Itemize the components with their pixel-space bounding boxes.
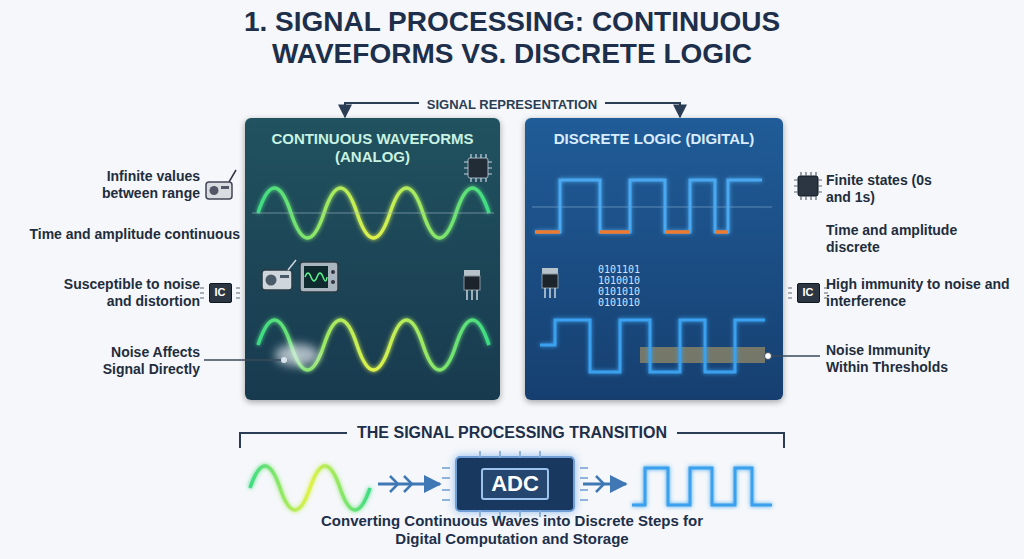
- flow-chevrons: [390, 476, 412, 492]
- threshold-band: [640, 347, 765, 363]
- antenna: [229, 170, 236, 182]
- axis-line: [532, 207, 772, 208]
- scope-body: [300, 262, 338, 292]
- ic-chip: IC: [209, 283, 232, 302]
- label-slot: 0101010: [598, 286, 658, 297]
- label-slot: 0101101: [598, 264, 658, 275]
- transistor-body: [464, 276, 480, 290]
- chip-icon: [794, 172, 822, 200]
- feature-note: Finite states (0s and 1s): [826, 172, 951, 206]
- label-slot: Noise Immunity Within Thresholds: [826, 342, 971, 376]
- radio-body: [206, 182, 232, 199]
- chip-pins: [464, 154, 492, 182]
- leader-dot: [281, 357, 287, 363]
- feature-note: Infinite values between range: [50, 168, 200, 202]
- chip-icon: [464, 154, 492, 182]
- binary-text: 0101010: [598, 297, 658, 308]
- transistor-body: [542, 274, 558, 288]
- digital-wave: [632, 468, 772, 505]
- digital-low-segments: [535, 230, 728, 234]
- flow-arrow: [583, 483, 626, 486]
- label-slot: Finite states (0s and 1s): [826, 172, 951, 206]
- diagram-caption: Converting Continuous Waves into Discret…: [307, 512, 717, 548]
- binary-text: 0101101: [598, 264, 658, 275]
- label-slot: Noise Affects Signal Directly: [70, 344, 200, 378]
- scope-screen: [304, 266, 328, 288]
- binary-text: 1010010: [598, 275, 658, 286]
- antenna: [288, 260, 296, 270]
- adc-chip: ADC: [455, 456, 575, 512]
- chip-pins: [794, 172, 822, 200]
- scope-knob: [331, 280, 335, 284]
- label-slot: High immunity to noise and interference: [826, 276, 1014, 310]
- transistor-icon: [542, 268, 558, 298]
- transistor-legs: [545, 288, 555, 298]
- diagram-title: 1. SIGNAL PROCESSING: CONTINUOUS WAVEFOR…: [162, 6, 862, 70]
- radio-dial: [280, 275, 289, 278]
- oscilloscope-icon: [300, 262, 338, 292]
- chip-label: IC: [803, 286, 814, 299]
- feature-note: Time and amplitude discrete: [826, 222, 981, 256]
- chip-body: [798, 176, 818, 196]
- label-slot: Infinite values between range: [50, 168, 200, 202]
- transistor-legs: [467, 290, 477, 300]
- chip-label: ADC: [481, 468, 549, 500]
- radio-body: [262, 270, 292, 290]
- label-slot: SIGNAL REPRESENTATION: [412, 95, 612, 113]
- label-slot: Susceptible to noise and distortion: [42, 276, 200, 310]
- feature-note: High immunity to noise and interference: [826, 276, 1014, 310]
- noise-blob: [275, 344, 319, 366]
- adc-pins: [442, 451, 588, 517]
- ic-chip: IC: [797, 283, 820, 302]
- analog-wave: [258, 188, 489, 238]
- transistor-icon: [464, 270, 480, 300]
- label-slot: 0101010: [598, 297, 658, 308]
- digital-wave: [535, 180, 762, 232]
- scope-knob: [331, 270, 335, 274]
- section-heading: SIGNAL REPRESENTATION: [419, 97, 605, 113]
- axis-line: [252, 213, 494, 214]
- leader-line: [770, 355, 820, 357]
- radio-speaker: [266, 275, 277, 286]
- radio-icon: [262, 260, 296, 290]
- analog-wave: [250, 466, 370, 510]
- leader-line: [204, 359, 282, 361]
- section-heading: THE SIGNAL PROCESSING TRANSITION: [347, 423, 677, 442]
- transistor-tab: [542, 268, 558, 274]
- flow-arrow: [378, 483, 440, 486]
- leader-dot: [765, 353, 772, 360]
- label-slot: Time and amplitude discrete: [826, 222, 981, 256]
- radio-speaker: [210, 186, 219, 195]
- label-slot: THE SIGNAL PROCESSING TRANSITION: [262, 423, 762, 442]
- binary-text: 0101010: [598, 286, 658, 297]
- caption-slot: Converting Continuous Waves into Discret…: [307, 512, 717, 548]
- chip-body: [468, 158, 488, 178]
- radio-icon: [206, 170, 236, 199]
- ic-pins: [788, 288, 828, 298]
- feature-note: Susceptible to noise and distortion: [42, 276, 200, 310]
- callout-label: Noise Immunity Within Thresholds: [826, 342, 971, 376]
- analog-panel: CONTINUOUS WAVEFORMS (ANALOG): [245, 118, 500, 400]
- title-slot: 1. SIGNAL PROCESSING: CONTINUOUS WAVEFOR…: [162, 6, 862, 70]
- label-slot: Time and amplitude continuous: [8, 226, 240, 243]
- digital-wave-noise: [540, 320, 765, 372]
- noisy-analog-wave: [258, 320, 489, 370]
- scope-trace: [305, 273, 327, 281]
- callout-label: Noise Affects Signal Directly: [70, 344, 200, 378]
- digital-panel: DISCRETE LOGIC (DIGITAL): [525, 118, 783, 400]
- panel-heading: CONTINUOUS WAVEFORMS (ANALOG): [245, 118, 500, 166]
- chip-label: IC: [215, 286, 226, 299]
- ic-pins: [200, 288, 240, 298]
- feature-note: Time and amplitude continuous: [8, 226, 240, 243]
- flow-chevrons: [596, 476, 604, 492]
- transistor-tab: [464, 270, 480, 276]
- radio-dial: [221, 186, 229, 189]
- label-slot: 1010010: [598, 275, 658, 286]
- bracket-arrow: [344, 106, 346, 117]
- panel-heading: DISCRETE LOGIC (DIGITAL): [525, 118, 783, 148]
